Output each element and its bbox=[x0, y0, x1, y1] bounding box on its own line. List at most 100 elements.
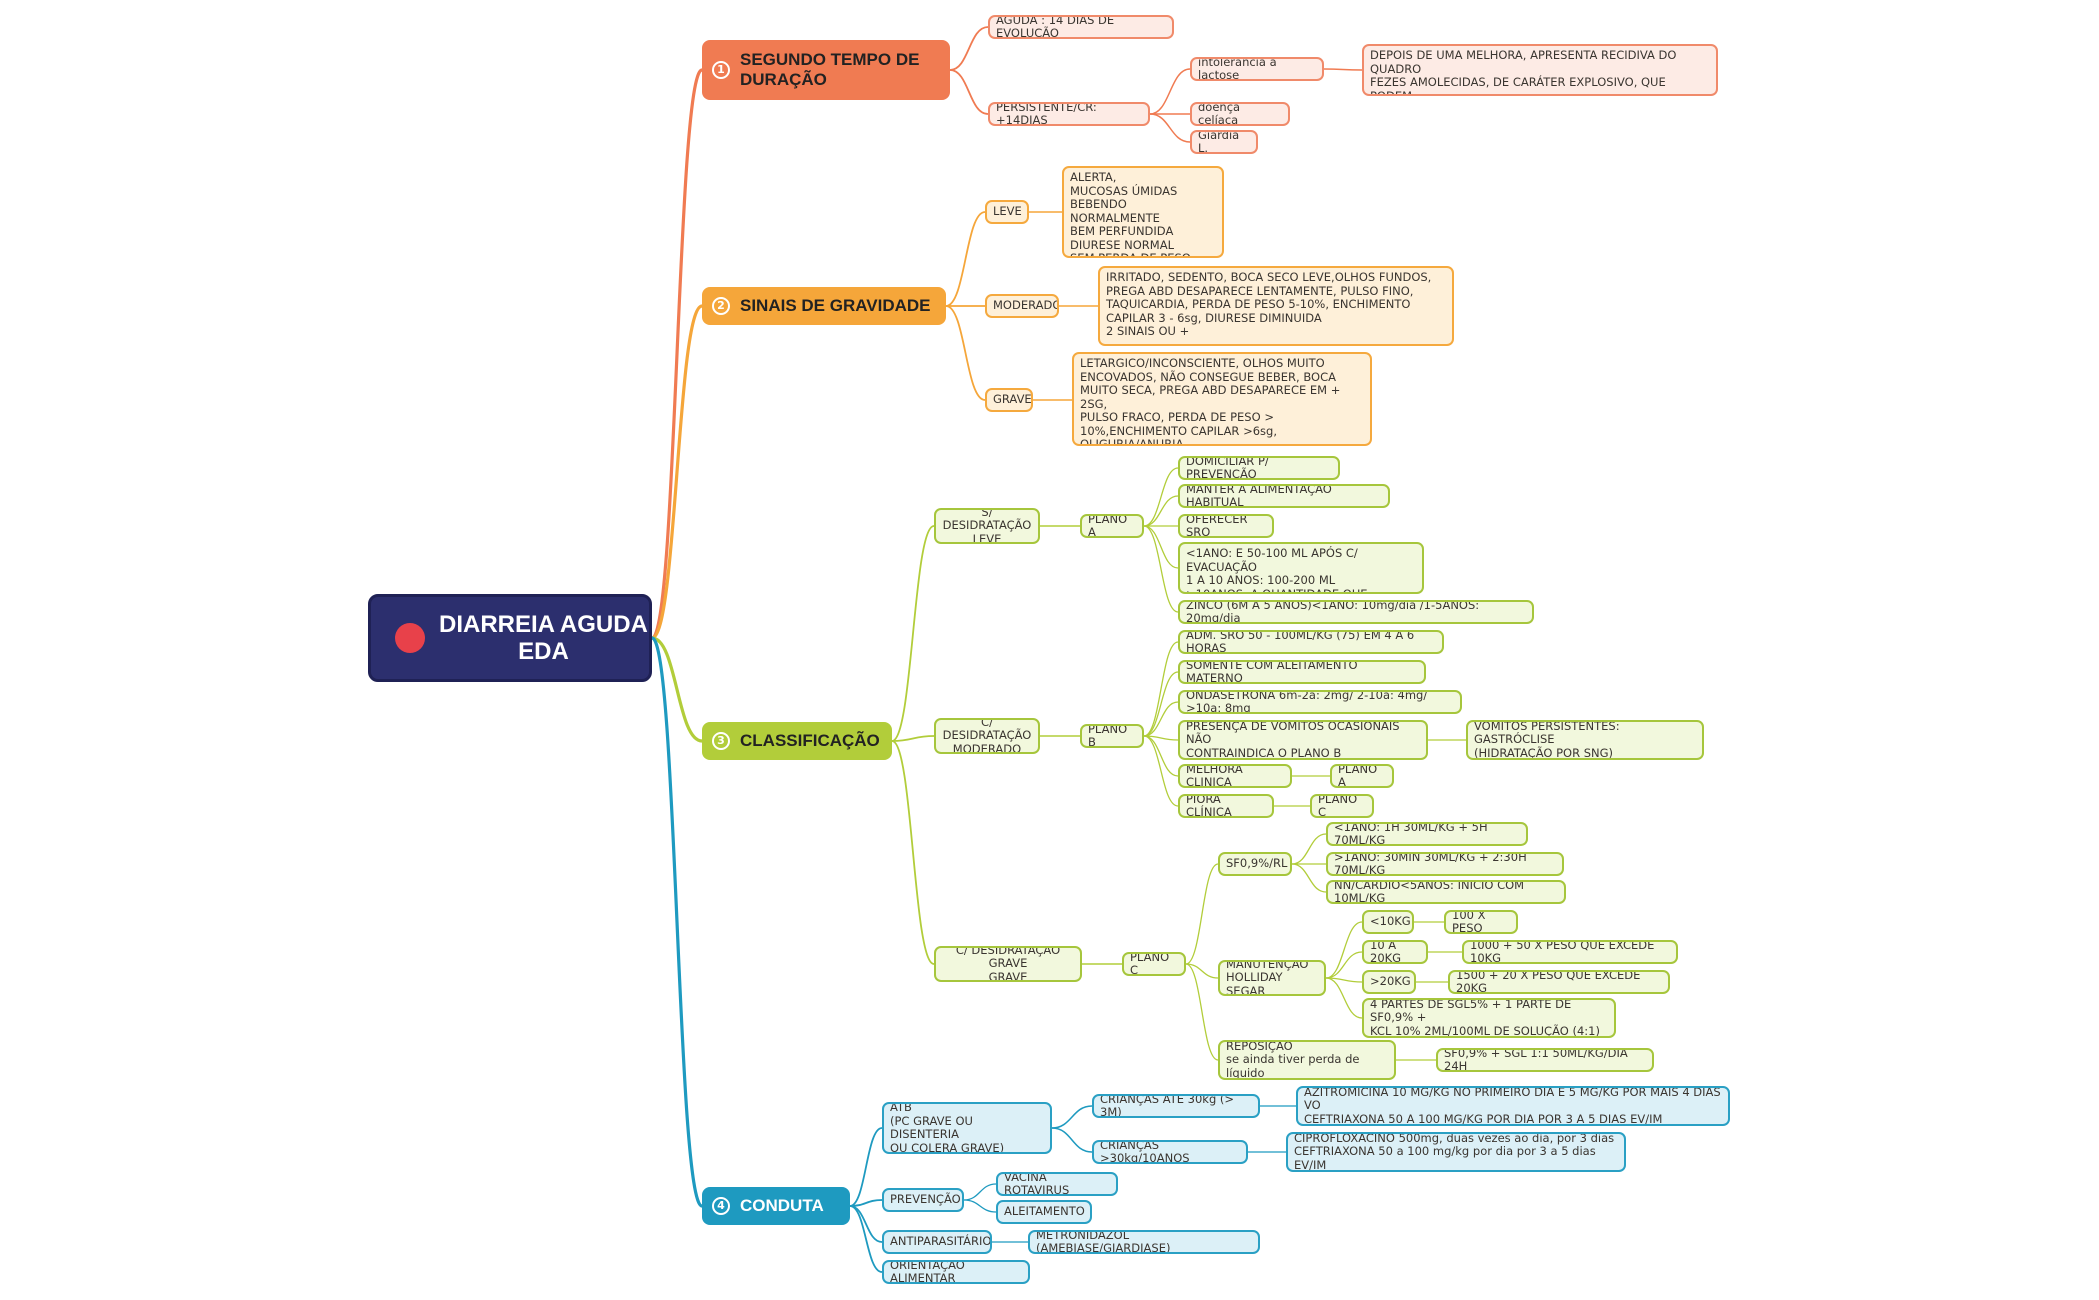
node-reposicao-valor[interactable]: SF0,9% + SGL 1:1 50ML/KG/DIA 24H bbox=[1436, 1048, 1654, 1072]
node-plano-b-melhora-plano-a[interactable]: PLANO A bbox=[1330, 764, 1394, 788]
branch-classificacao[interactable]: 3 CLASSIFICAÇÃO bbox=[702, 722, 892, 760]
number-4-icon: 4 bbox=[712, 1197, 730, 1215]
node-plano-a-alimentacao[interactable]: MANTER A ALIMENTAÇÃO HABITUAL bbox=[1178, 484, 1390, 508]
connector-line bbox=[891, 740, 935, 965]
node-plano-c-reposicao[interactable]: REPOSIÇÃO se ainda tiver perda de líquid… bbox=[1218, 1040, 1396, 1080]
connector-line bbox=[1143, 495, 1179, 527]
connector-line bbox=[849, 1127, 883, 1207]
connector-line bbox=[1323, 68, 1363, 71]
node-atb[interactable]: ATB (PC GRAVE OU DISENTERIA OU COLERA GR… bbox=[882, 1102, 1052, 1154]
node-plano-b-piora-plano-c[interactable]: PLANO C bbox=[1310, 794, 1374, 818]
node-manut-10-20kg[interactable]: 10 A 20KG bbox=[1362, 940, 1428, 964]
connector-line bbox=[1143, 701, 1179, 737]
node-plano-c-sf-1ano[interactable]: <1ANO: 1H 30ML/KG + 5H 70ML/KG bbox=[1326, 822, 1528, 846]
connector-line bbox=[1185, 963, 1219, 1061]
node-plano-b-ondasetrona[interactable]: ONDASETRONA 6m-2a: 2mg/ 2-10a: 4mg/ >10a… bbox=[1178, 690, 1462, 714]
connector-line bbox=[1143, 641, 1179, 737]
node-leve[interactable]: LEVE bbox=[985, 200, 1029, 224]
node-plano-b-melhora[interactable]: MELHORA CLINICA bbox=[1178, 764, 1292, 788]
node-criancas-ate-30kg[interactable]: CRIANÇAS ATÉ 30kg (> 3M) bbox=[1092, 1094, 1260, 1118]
connector-line bbox=[650, 68, 704, 640]
branch-sinais-gravidade[interactable]: 2 SINAIS DE GRAVIDADE bbox=[702, 287, 946, 325]
connector-line bbox=[1143, 735, 1179, 807]
node-plano-c-sf09[interactable]: SF0,9%/RL bbox=[1218, 852, 1292, 876]
node-moderado[interactable]: MODERADO bbox=[985, 294, 1059, 318]
node-criancas-ate-30kg-tratamento[interactable]: AZITROMICINA 10 MG/KG NO PRIMEIRO DIA E … bbox=[1296, 1086, 1730, 1126]
node-intolerancia-desc[interactable]: DEPOIS DE UMA MELHORA, APRESENTA RECIDIV… bbox=[1362, 44, 1718, 96]
node-plano-b-sro[interactable]: ADM. SRO 50 - 100ML/KG (75) EM 4 A 6 HOR… bbox=[1178, 630, 1444, 654]
branch-label: SEGUNDO TEMPO DE DURAÇÃO bbox=[740, 50, 920, 89]
node-desidratacao-grave[interactable]: C/ DESIDRATAÇÃO GRAVE GRAVE bbox=[934, 946, 1082, 982]
node-manut-10-20kg-valor[interactable]: 1000 + 50 X PESO QUE EXCEDE 10KG bbox=[1462, 940, 1678, 964]
node-manut-20kg[interactable]: >20KG bbox=[1362, 970, 1416, 994]
node-manut-20kg-valor[interactable]: 1500 + 20 X PESO QUE EXCEDE 20KG bbox=[1448, 970, 1670, 994]
connector-line bbox=[945, 305, 986, 401]
node-orientacao-alimentar[interactable]: ORIENTAÇÃO ALIMENTAR bbox=[882, 1260, 1030, 1284]
number-2-icon: 2 bbox=[712, 297, 730, 315]
node-aguda[interactable]: AGUDA : 14 DIAS DE EVOLUÇÃO bbox=[988, 15, 1174, 39]
number-3-icon: 3 bbox=[712, 732, 730, 750]
connector-line bbox=[1143, 525, 1179, 569]
node-plano-a[interactable]: PLANO A bbox=[1080, 514, 1144, 538]
branch-conduta[interactable]: 4 CONDUTA bbox=[702, 1187, 850, 1225]
node-grave-desc[interactable]: LETARGICO/INCONSCIENTE, OLHOS MUITO ENCO… bbox=[1072, 352, 1372, 446]
node-doenca-celiaca[interactable]: doença celíaca bbox=[1190, 102, 1290, 126]
node-manut-10kg-valor[interactable]: 100 X PESO bbox=[1444, 910, 1518, 934]
connector-line bbox=[1143, 467, 1179, 527]
node-vacina-rotavirus[interactable]: VACINA ROTAVIRUS bbox=[996, 1172, 1118, 1196]
branch-label: SINAIS DE GRAVIDADE bbox=[740, 296, 931, 315]
connector-line bbox=[1149, 68, 1191, 115]
node-moderado-desc[interactable]: IRRITADO, SEDENTO, BOCA SECO LEVE,OLHOS … bbox=[1098, 266, 1454, 346]
connector-line bbox=[1325, 951, 1363, 979]
connector-line bbox=[1143, 671, 1179, 737]
connector-line bbox=[1149, 113, 1191, 143]
node-plano-b-vomitos[interactable]: PRESENÇA DE VÔMITOS OCASIONAIS NÃO CONTR… bbox=[1178, 720, 1428, 760]
connector-line bbox=[1291, 863, 1327, 893]
node-antiparasitario[interactable]: ANTIPARASITÁRIO bbox=[882, 1230, 992, 1254]
node-leve-desc[interactable]: ALERTA, MUCOSAS ÚMIDAS BEBENDO NORMALMEN… bbox=[1062, 166, 1224, 258]
node-prevencao[interactable]: PREVENÇÃO bbox=[882, 1188, 964, 1212]
node-plano-b-gastroclise[interactable]: VÔMITOS PERSISTENTES: GASTRÓCLISE (HIDRA… bbox=[1466, 720, 1704, 760]
node-plano-c-sf-nn-cardio[interactable]: NN/CARDIO<5ANOS: INICIO COM 10ML/KG bbox=[1326, 880, 1566, 904]
node-desidratacao-moderado[interactable]: C/ DESIDRATAÇÃO MODERADO bbox=[934, 718, 1040, 754]
branch-label: CLASSIFICAÇÃO bbox=[740, 731, 880, 750]
node-aleitamento[interactable]: ALEITAMENTO bbox=[996, 1200, 1092, 1224]
connector-line bbox=[650, 636, 704, 743]
node-plano-a-domiciliar[interactable]: DOMICILIAR P/ PREVENÇÃO bbox=[1178, 456, 1340, 480]
node-plano-c-sf-mais-1ano[interactable]: >1ANO: 30MIN 30ML/KG + 2:30H 70ML/KG bbox=[1326, 852, 1564, 876]
connector-line bbox=[1051, 1127, 1093, 1153]
node-persistente[interactable]: PERSISTENTE/CR: +14DIAS bbox=[988, 102, 1150, 126]
connector-line bbox=[1291, 833, 1327, 865]
node-criancas-mais-30kg-tratamento[interactable]: CIPROFLOXACINO 500mg, duas vezes ao dia,… bbox=[1286, 1132, 1626, 1172]
connector-line bbox=[1143, 525, 1179, 613]
node-sem-desidratacao[interactable]: S/ DESIDRATAÇÃO LEVE bbox=[934, 508, 1040, 544]
connector-line bbox=[1185, 863, 1219, 965]
node-plano-b-piora[interactable]: PIORA CLÍNICA bbox=[1178, 794, 1274, 818]
node-manut-10kg[interactable]: <10KG bbox=[1362, 910, 1414, 934]
node-plano-b-aleitamento[interactable]: SOMENTE COM ALEITAMENTO MATERNO bbox=[1178, 660, 1426, 684]
node-intolerancia-lactose[interactable]: intolerância à lactose bbox=[1190, 57, 1324, 81]
connector-line bbox=[1325, 977, 1363, 1019]
node-plano-a-zinco[interactable]: ZINCO (6M A 5 ANOS)<1ANO: 10mg/dia /1-5A… bbox=[1178, 600, 1534, 624]
root-title: DIARREIA AGUDA EDA bbox=[439, 611, 648, 665]
root-topic[interactable]: DIARREIA AGUDA EDA bbox=[368, 594, 652, 682]
connector-line bbox=[1185, 963, 1219, 979]
connector-line bbox=[945, 211, 986, 307]
node-metronidazol[interactable]: METRONIDAZOL (AMEBIASE/GIARDIASE) bbox=[1028, 1230, 1260, 1254]
node-plano-c[interactable]: PLANO C bbox=[1122, 952, 1186, 976]
node-plano-b[interactable]: PLANO B bbox=[1080, 724, 1144, 748]
node-manut-solucao[interactable]: 4 PARTES DE SGL5% + 1 PARTE DE SF0,9% + … bbox=[1362, 998, 1616, 1038]
node-plano-a-volumes[interactable]: <1ANO: E 50-100 ML APÓS C/ EVACUAÇÃO 1 A… bbox=[1178, 542, 1424, 594]
branch-label: CONDUTA bbox=[740, 1196, 824, 1215]
node-plano-c-manutencao[interactable]: MANUTENÇÃO HOLLIDAY SEGAR bbox=[1218, 960, 1326, 996]
node-giardia[interactable]: Giardia L. bbox=[1190, 130, 1258, 154]
connector-line bbox=[849, 1205, 883, 1273]
node-grave[interactable]: GRAVE bbox=[985, 388, 1033, 412]
connector-line bbox=[963, 1199, 997, 1213]
node-plano-a-sro[interactable]: OFERECER SRO bbox=[1178, 514, 1274, 538]
connector-line bbox=[949, 69, 989, 115]
node-criancas-mais-30kg[interactable]: CRIANÇAS >30kg/10ANOS bbox=[1092, 1140, 1248, 1164]
branch-duracao[interactable]: 1 SEGUNDO TEMPO DE DURAÇÃO bbox=[702, 40, 950, 100]
